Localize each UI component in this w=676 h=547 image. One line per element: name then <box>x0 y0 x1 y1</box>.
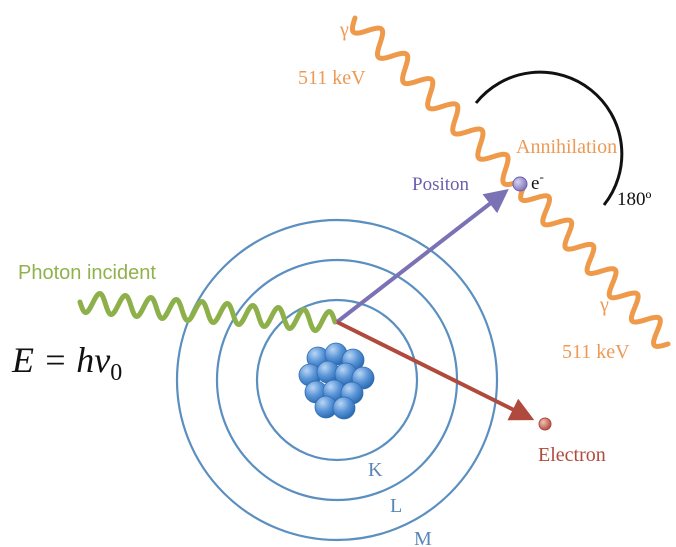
energy-formula-main: E = hν <box>11 340 110 380</box>
incident-photon-wave <box>77 290 338 334</box>
electron-label: Electron <box>538 444 606 466</box>
gamma-bottom-symbol: γ <box>599 294 609 316</box>
gamma-top-energy: 511 keV <box>298 67 366 89</box>
positron-arrow <box>335 189 509 324</box>
gamma-bottom-energy: 511 keV <box>562 341 630 363</box>
angle-arc <box>474 70 624 206</box>
annihilation-label: Annihilation <box>516 136 617 158</box>
electron-arrow <box>336 320 535 421</box>
angle-label: 180º <box>617 189 652 210</box>
electron-dot-icon <box>538 417 552 431</box>
gamma-top-symbol: γ <box>339 19 349 41</box>
shell-k-orbit <box>255 298 419 462</box>
photon-incident-label: Photon incident <box>18 262 156 284</box>
positron-dot-icon <box>512 176 528 192</box>
electron-minus-letter: e <box>531 173 539 194</box>
nucleus-icon <box>298 342 375 420</box>
gamma-wave-lower <box>518 183 671 349</box>
shell-m-label: M <box>414 528 432 547</box>
electron-minus-superscript: - <box>539 169 543 184</box>
shell-k-label: K <box>368 459 383 481</box>
shell-l-label: L <box>390 495 402 517</box>
shell-m-orbit <box>175 218 499 542</box>
positron-label: Positon <box>412 174 470 195</box>
energy-formula-subscript: 0 <box>110 360 122 386</box>
electron-minus-label: e- <box>531 169 544 194</box>
gamma-wave-upper <box>349 15 521 188</box>
energy-formula: E = hν0 <box>11 340 122 386</box>
